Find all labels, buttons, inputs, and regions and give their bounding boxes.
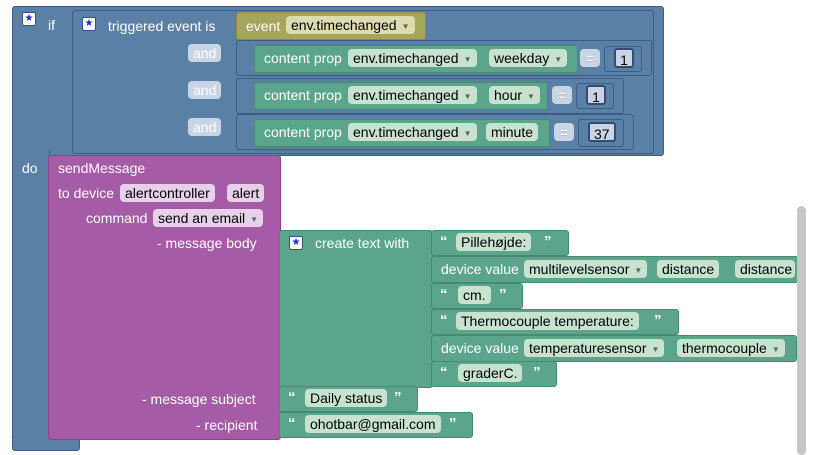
recipient-field[interactable]: ohotbar@gmail.com [305, 415, 441, 433]
event-dropdown[interactable]: env.timechanged ▼ [286, 16, 415, 34]
extra-value: distance [740, 261, 793, 277]
to-device-label: to device [58, 185, 115, 201]
text-field-1[interactable]: Pillehøjde: [456, 233, 532, 251]
quote-close-icon: ” [499, 286, 507, 303]
command-value: send an email [158, 210, 246, 226]
vertical-scrollbar[interactable] [797, 206, 806, 455]
quote-open-icon: “ [440, 312, 448, 329]
chevron-down-icon: ▼ [651, 345, 660, 354]
message-subject-label: - message subject [142, 391, 256, 407]
content-prop-label: content prop [264, 50, 342, 66]
quote-open-icon: “ [440, 233, 448, 250]
quote-close-icon: ” [654, 312, 662, 329]
chevron-down-icon: ▼ [463, 129, 472, 138]
device-dropdown-multilevel[interactable]: multilevelsensor ▼ [524, 260, 648, 278]
chevron-down-icon: ▼ [463, 92, 472, 101]
device-dropdown[interactable]: alertcontroller [120, 184, 215, 202]
chevron-down-icon: ▼ [634, 266, 643, 275]
create-text-block[interactable] [279, 230, 433, 388]
source-dropdown-hour[interactable]: env.timechanged ▼ [348, 86, 477, 104]
subject-field[interactable]: Daily status [305, 389, 388, 407]
number-value-weekday[interactable]: 1 [614, 48, 634, 68]
prop-value: hour [494, 87, 523, 103]
quote-open-icon: “ [288, 389, 296, 406]
text-field-4[interactable]: graderC. [458, 364, 523, 382]
device-dropdown-temperature[interactable]: temperaturesensor ▼ [524, 339, 665, 357]
device-value: temperaturesensor [529, 340, 647, 356]
if-block-spine [12, 150, 50, 442]
operator-minute[interactable]: = [554, 123, 574, 141]
extra-dropdown-distance[interactable]: distance [735, 260, 795, 278]
quote-close-icon: ” [449, 415, 457, 432]
do-label: do [22, 160, 38, 176]
quote-close-icon: ” [544, 233, 552, 250]
quote-open-icon: “ [288, 415, 296, 432]
device-value-label: device value [441, 340, 519, 356]
operator-hour[interactable]: = [552, 86, 572, 104]
number-value-minute[interactable]: 37 [588, 122, 616, 142]
prop-dropdown-thermocouple[interactable]: thermocouple ▼ [677, 339, 785, 357]
text-field-2[interactable]: cm. [458, 286, 491, 304]
operator-weekday[interactable]: = [580, 49, 600, 67]
message-body-label: - message body [157, 235, 257, 251]
content-prop-label: content prop [264, 124, 342, 140]
chevron-down-icon: ▼ [771, 345, 780, 354]
prop-value: weekday [494, 50, 550, 66]
number-value-hour[interactable]: 1 [586, 85, 606, 105]
content-prop-label: content prop [264, 87, 342, 103]
device-suffix[interactable]: alert [227, 184, 265, 202]
send-message-block[interactable] [48, 155, 281, 440]
source-value: env.timechanged [353, 124, 459, 140]
event-value: env.timechanged [291, 17, 397, 33]
chevron-down-icon: ▼ [401, 22, 410, 31]
create-text-label: create text with [315, 235, 410, 251]
and-label-1: and [188, 44, 222, 62]
prop-value: minute [491, 124, 534, 140]
prop-dropdown-hour[interactable]: hour ▼ [489, 86, 540, 104]
chevron-down-icon: ▼ [250, 215, 259, 224]
device-suffix-value: alert [232, 185, 260, 201]
prop-dropdown-minute[interactable]: minute [486, 123, 539, 141]
and-label-2: and [188, 81, 222, 99]
device-value-label: device value [441, 261, 519, 277]
source-value: env.timechanged [353, 50, 459, 66]
create-text-gear-icon[interactable] [289, 234, 303, 252]
quote-close-icon: ” [394, 389, 402, 406]
source-value: env.timechanged [353, 87, 459, 103]
send-message-title: sendMessage [58, 160, 146, 176]
event-label: event [246, 18, 281, 34]
chevron-down-icon: ▼ [463, 55, 472, 64]
chevron-down-icon: ▼ [554, 55, 563, 64]
quote-close-icon: ” [533, 364, 541, 381]
recipient-label: - recipient [196, 417, 258, 433]
trigger-label: triggered event is [108, 18, 216, 34]
prop-value: distance [662, 261, 715, 277]
prop-dropdown-weekday[interactable]: weekday ▼ [489, 49, 568, 67]
device-value: multilevelsensor [529, 261, 630, 277]
quote-open-icon: “ [440, 364, 448, 381]
device-value: alertcontroller [125, 185, 210, 201]
prop-dropdown-distance[interactable]: distance [657, 260, 720, 278]
and-gear-icon[interactable] [82, 15, 96, 33]
if-label: if [48, 17, 55, 33]
source-dropdown-weekday[interactable]: env.timechanged ▼ [348, 49, 477, 67]
mutator-gear-icon[interactable] [22, 10, 36, 28]
command-label: command [86, 210, 148, 226]
quote-open-icon: “ [440, 286, 448, 303]
source-dropdown-minute[interactable]: env.timechanged ▼ [348, 123, 477, 141]
command-dropdown[interactable]: send an email ▼ [153, 209, 264, 227]
and-label-3: and [188, 118, 222, 136]
text-field-3[interactable]: Thermocouple temperature: [456, 312, 639, 330]
prop-value: thermocouple [682, 340, 767, 356]
chevron-down-icon: ▼ [527, 92, 535, 101]
